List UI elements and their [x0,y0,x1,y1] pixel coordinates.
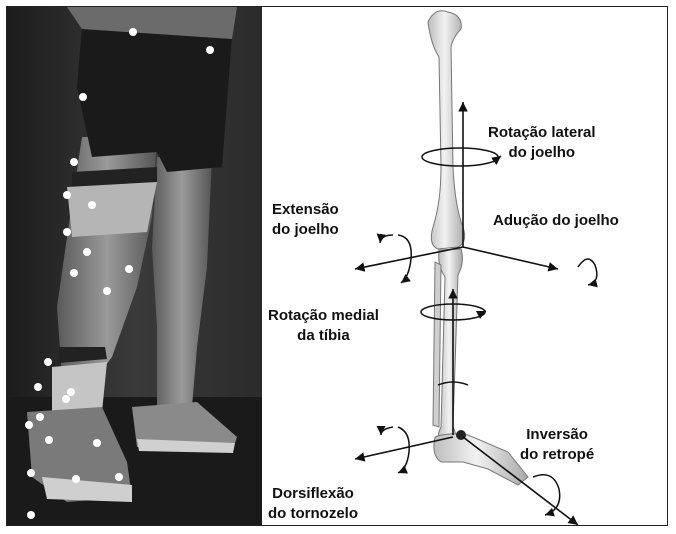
skeletal-diagram [263,7,667,525]
knee-adduction-axis [463,247,558,269]
label-ankle-dorsiflexion: Dorsiflexão do tornozelo [268,484,358,524]
label-knee-lateral-rotation: Rotação lateral do joelho [488,123,596,163]
label-knee-extension: Extensão do joelho [272,200,339,240]
tibia-fibula [433,249,462,447]
femur [428,11,465,249]
label-tibia-medial-rotation: Rotação medial da tíbia [268,306,379,346]
leg-photo [7,7,262,525]
label-rearfoot-inversion: Inversão do retropé [520,425,594,465]
label-knee-adduction: Adução do joelho [493,211,619,231]
